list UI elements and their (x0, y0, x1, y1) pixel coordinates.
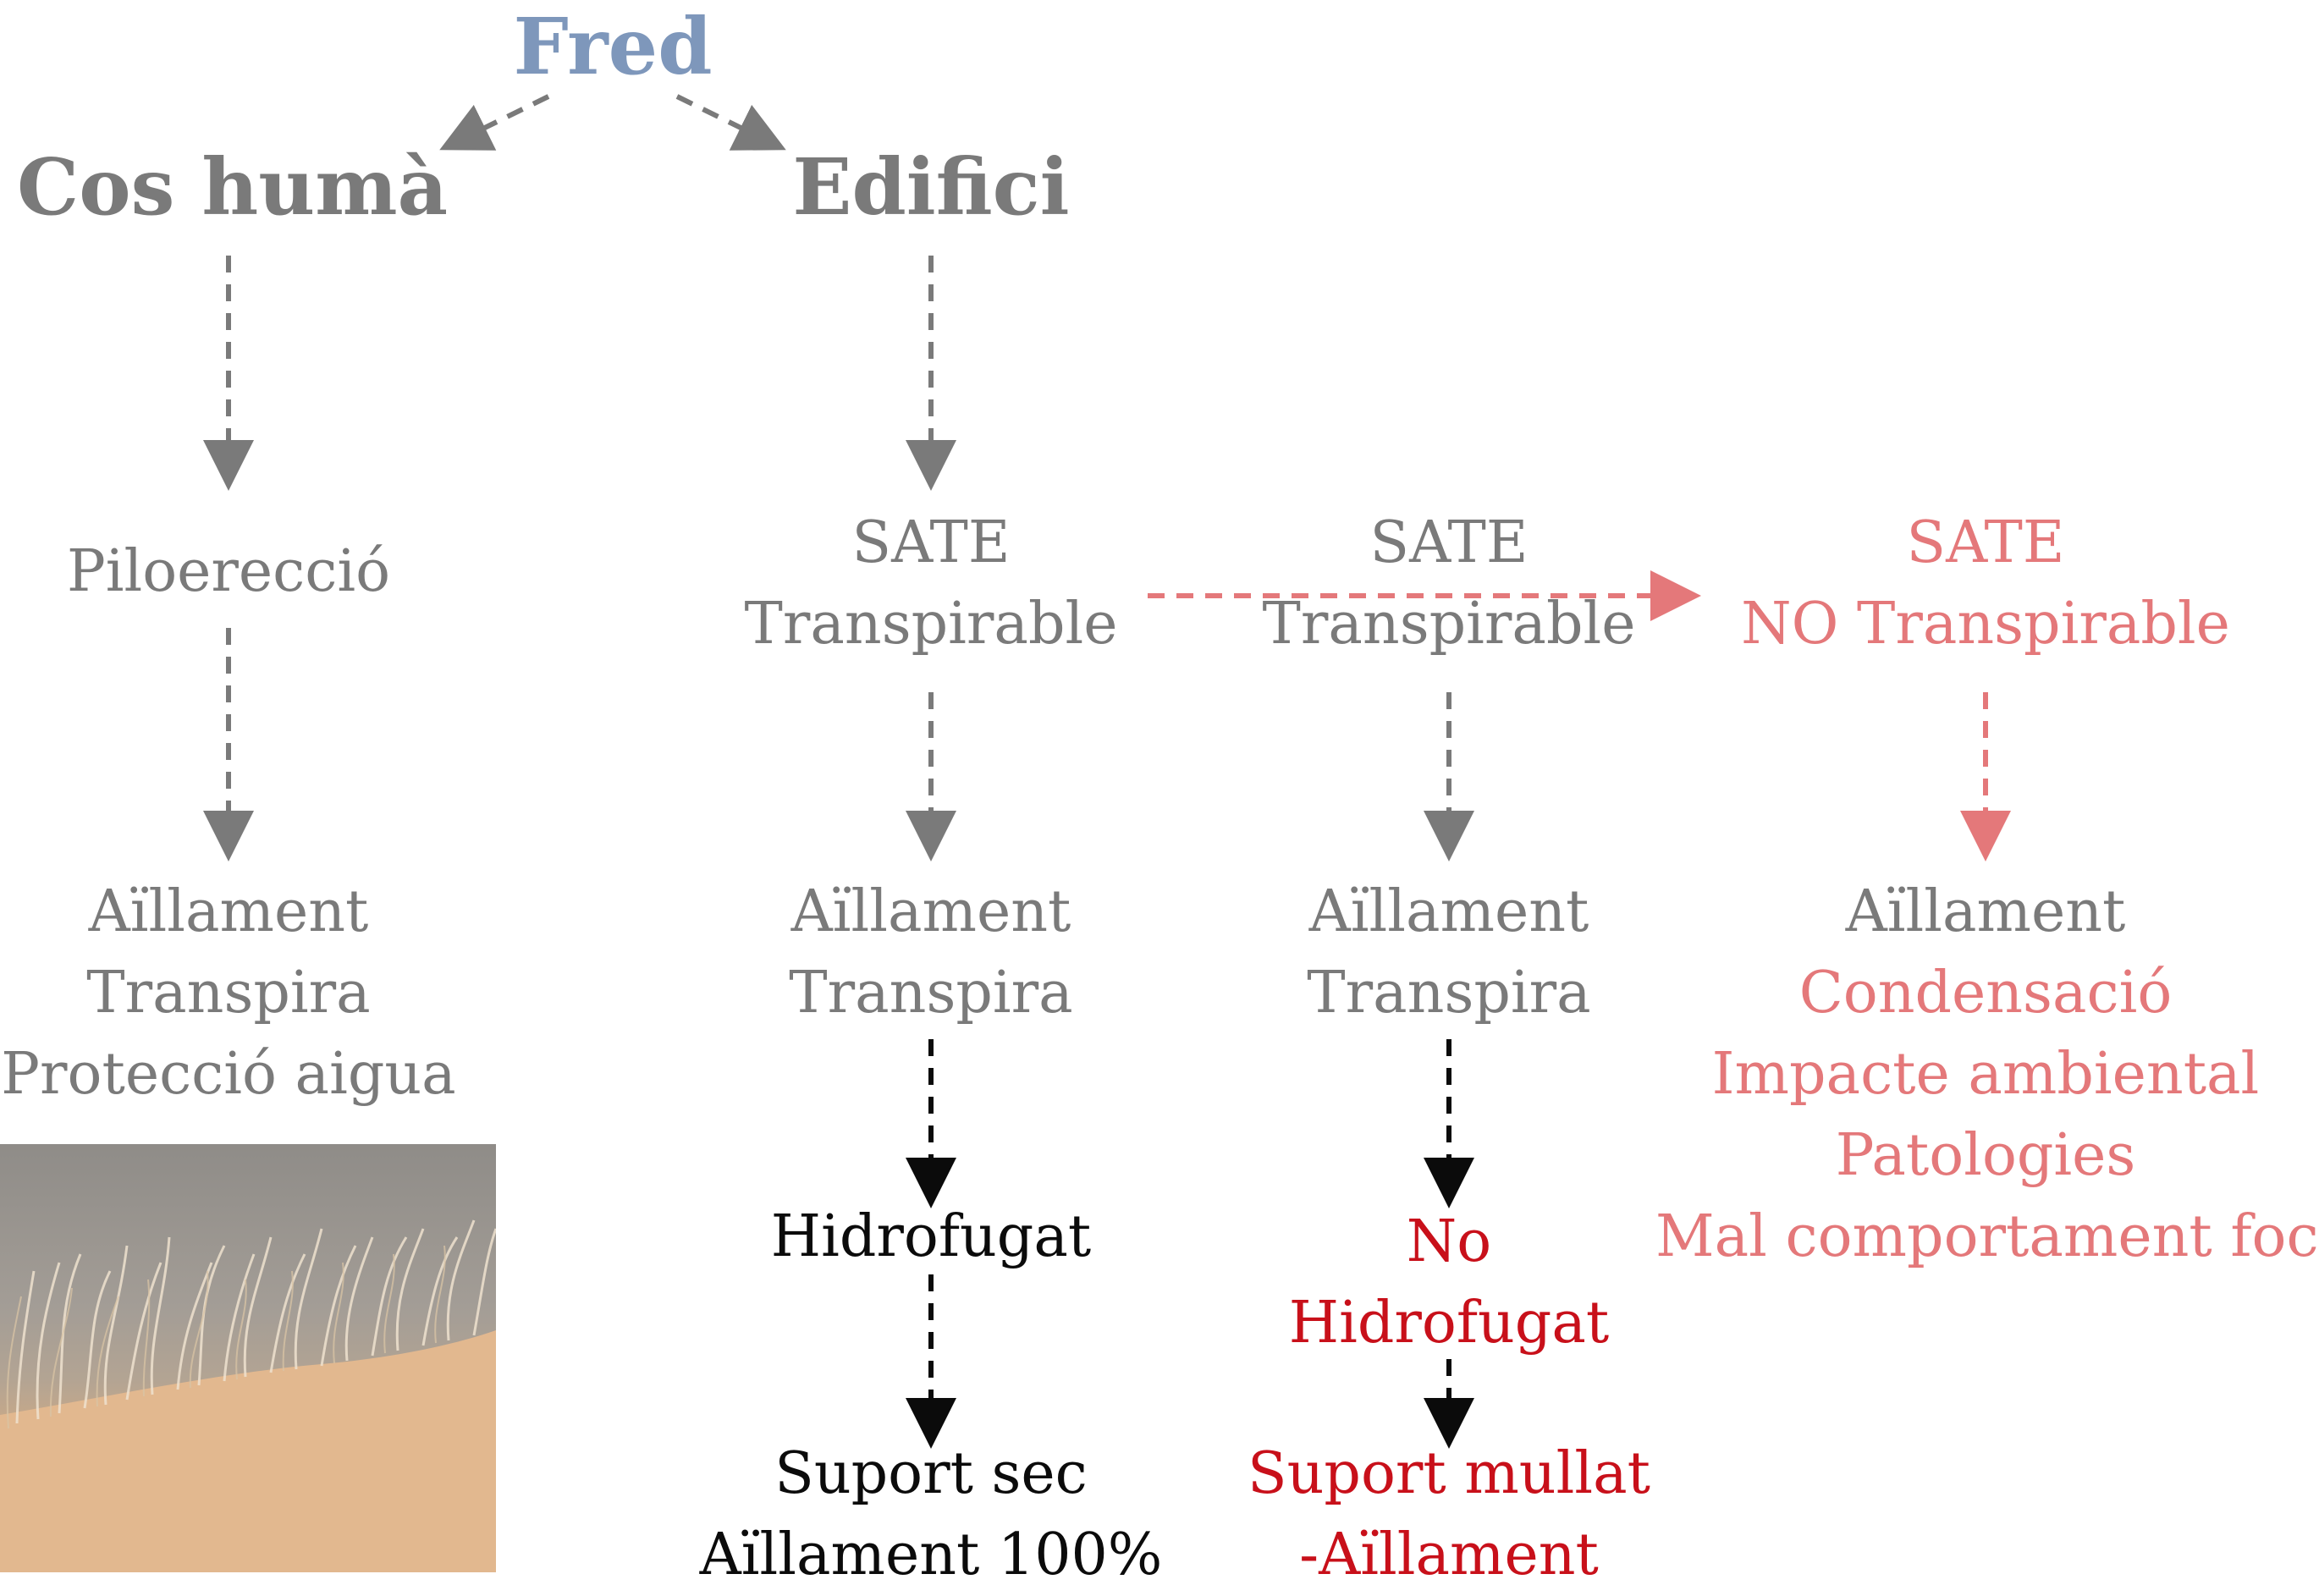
sate-b-line-1: SATE (1369, 509, 1529, 576)
result-c-issue-2: Impacte ambiental (1711, 1041, 2260, 1108)
branch-title-edifici: Edifici (792, 141, 1070, 233)
result-a-line-2: Transpira (789, 960, 1073, 1026)
result-b-line-2: Transpira (1307, 960, 1591, 1026)
node-piloereccio: Piloerecció (66, 538, 391, 605)
node-human-result: Aïllament Transpira Protecció aigua (0, 872, 457, 1115)
node-outcome-a: Suport sec Aïllament 100% (694, 1434, 1168, 1596)
goosebumps-skin-photo (0, 1144, 496, 1572)
result-c-neutral: Aïllament (1845, 878, 2126, 945)
result-b-line-1: Aïllament (1308, 878, 1589, 945)
no-hidrofugat-line-2: Hidrofugat (1288, 1290, 1610, 1357)
sate-a-line-2: Transpirable (744, 591, 1118, 658)
result-a-line-1: Aïllament (790, 878, 1071, 945)
human-result-line-2: Transpira (86, 960, 371, 1026)
arrow-fred-to-edifici (675, 94, 786, 151)
node-no-hidrofugat: No Hidrofugat (1237, 1202, 1661, 1364)
node-result-c: Aïllament Condensació Impacte ambiental … (1655, 872, 2319, 1278)
node-sate-transpirable-a: SATE Transpirable (719, 503, 1143, 665)
outcome-b-line-1: Suport mullat (1248, 1440, 1650, 1507)
node-result-a: Aïllament Transpira (719, 872, 1143, 1034)
sate-c-line-1: SATE (1906, 509, 2065, 576)
result-c-issue-1: Condensació (1798, 960, 2173, 1026)
root-label-fred: Fred (513, 1, 713, 92)
node-result-b: Aïllament Transpira (1237, 872, 1661, 1034)
node-hidrofugat: Hidrofugat (770, 1203, 1092, 1270)
result-c-issue-4: Mal comportament foc (1655, 1203, 2319, 1270)
node-sate-transpirable-b: SATE Transpirable (1237, 503, 1661, 665)
no-hidrofugat-line-1: No (1406, 1208, 1492, 1275)
sate-a-line-1: SATE (851, 509, 1011, 576)
human-result-line-3: Protecció aigua (1, 1041, 456, 1108)
human-result-line-1: Aïllament (88, 878, 369, 945)
sate-b-line-2: Transpirable (1262, 591, 1636, 658)
arrow-fred-to-cos-huma (439, 94, 550, 151)
result-c-issue-3: Patologies (1835, 1122, 2136, 1189)
node-outcome-b: Suport mullat -Aïllament (1220, 1434, 1677, 1596)
node-sate-no-transpirable: SATE NO Transpirable (1723, 503, 2248, 665)
branch-title-cos-huma: Cos humà (17, 141, 449, 233)
outcome-b-line-2: -Aïllament (1299, 1522, 1599, 1588)
outcome-a-line-2: Aïllament 100% (699, 1522, 1163, 1588)
sate-c-line-2: NO Transpirable (1741, 591, 2230, 658)
outcome-a-line-1: Suport sec (774, 1440, 1088, 1507)
